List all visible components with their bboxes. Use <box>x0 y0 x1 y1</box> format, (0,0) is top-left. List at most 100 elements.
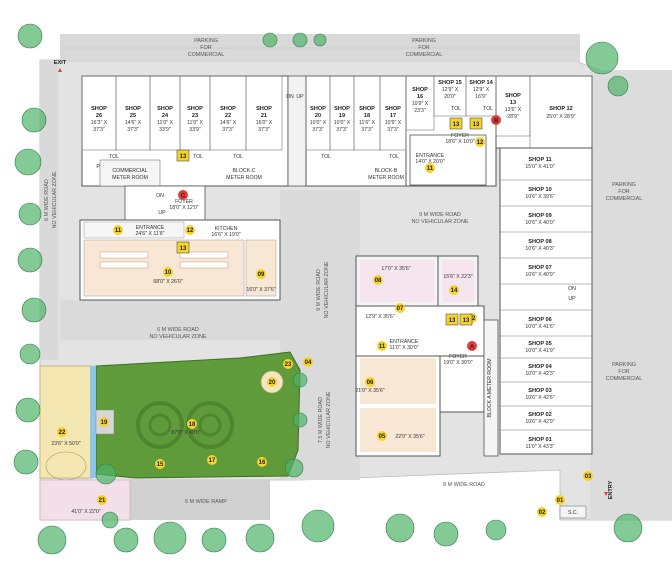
parking-labels: PARKING FOR COMMERCIAL PARKING FOR COMME… <box>188 38 643 382</box>
court-22-dim: 23'6" X 50'0" <box>51 441 80 447</box>
shop-03-name: SHOP 03 <box>528 388 552 394</box>
shop-19-d2: 37'3" <box>336 127 348 133</box>
svg-text:04: 04 <box>305 360 312 366</box>
shop-13-d2: 28'9" <box>507 114 519 120</box>
up-label-c: UP <box>158 210 166 216</box>
block-c-letter: C <box>181 194 186 200</box>
road-6m-mid: 6 M WIDE ROAD <box>157 327 199 333</box>
hall-10-dim: 68'0" X 26'0" <box>153 279 182 285</box>
shop-26-d1: 16'3" X <box>91 120 108 126</box>
shop-25-name: SHOP <box>125 106 141 112</box>
shop-20-d2: 37'3" <box>312 127 324 133</box>
on-right-1: ON <box>568 286 576 292</box>
parking-1-b: FOR <box>200 45 211 51</box>
foyer-a-label: FOYER <box>449 354 467 360</box>
shop-07-name: SHOP 07 <box>528 265 552 271</box>
shop-07-dim: 10'6" X 40'9" <box>525 272 554 278</box>
svg-text:13: 13 <box>180 154 187 160</box>
room-05-dim: 22'0" X 35'6" <box>395 434 424 440</box>
shop-15-d2: 20'0" <box>444 94 456 100</box>
shop-22-num: 22 <box>225 113 231 119</box>
tol-6: TOL <box>451 106 461 112</box>
marker-18: 18 <box>187 419 197 429</box>
block-a-building: 17'0" X 35'6" 15'6" X 22'3" 12'9" X 35'6… <box>355 255 499 457</box>
shop-25-num: 25 <box>130 113 136 119</box>
tol-5: TOL <box>389 154 399 160</box>
block-b-core: BLOCK-B METER ROOM FOYER 18'6" X 10'0" E… <box>368 115 501 186</box>
road-8m: 8 M WIDE ROAD <box>443 482 485 488</box>
marker-07: 07 <box>395 303 405 313</box>
lawn-18-dim: 87'0" X 48'0" <box>171 430 200 436</box>
svg-text:02: 02 <box>539 510 546 516</box>
shop-09-name: SHOP 09 <box>528 213 552 219</box>
svg-text:06: 06 <box>367 380 374 386</box>
shop-14-d2: 16'9" <box>475 94 487 100</box>
on-label-c: ON <box>156 193 164 199</box>
foyer-c-dim: 18'0" X 12'0" <box>169 205 198 211</box>
marker-15: 15 <box>155 459 165 469</box>
shop-21-d2: 37'3" <box>258 127 270 133</box>
svg-text:23: 23 <box>285 362 292 368</box>
community-hall-building: ENTRANCE 24'6" X 11'6" KITCHEN 16'6" X 1… <box>79 219 281 301</box>
svg-text:11: 11 <box>379 344 386 350</box>
shop-labels-top: SHOP 26 16'3" X 37'3" SHOP 25 14'6" X 37… <box>91 80 576 133</box>
shop-19-name: SHOP <box>334 106 350 112</box>
marker-12-b: 12 <box>475 137 485 147</box>
shop-24-num: 24 <box>162 113 169 119</box>
tol-2: TOL <box>193 154 203 160</box>
shop-17-d2: 37'3" <box>387 127 399 133</box>
svg-text:13: 13 <box>180 246 187 252</box>
marker-21: 21 <box>97 495 107 505</box>
shop-10-name: SHOP 10 <box>528 187 552 193</box>
road-9m-vert: 9 M WIDE ROAD <box>316 269 322 311</box>
block-b-meter-label: BLOCK-B <box>375 168 398 174</box>
room-09-dim: 16'0" X 37'6" <box>246 287 275 293</box>
marker-08: 08 <box>373 275 383 285</box>
parking-1-c: COMMERCIAL <box>188 52 225 58</box>
block-a-meter-label: BLOCK A METER ROOM <box>487 358 493 417</box>
shop-17-num: 17 <box>390 113 396 119</box>
shop-20-num: 20 <box>315 113 321 119</box>
marker-13-2: 13 <box>176 241 190 254</box>
shop-02-name: SHOP 02 <box>528 412 552 418</box>
shop-23-d2: 33'9" <box>189 127 201 133</box>
shop-25-d2: 37'3" <box>127 127 139 133</box>
block-c-meter-label: BLOCK-C <box>232 168 255 174</box>
shop-08-name: SHOP 08 <box>528 239 552 245</box>
shop-12-d1: 25'0" X 28'9" <box>546 114 575 120</box>
parking-3-a: PARKING <box>612 182 636 188</box>
marker-11-b: 11 <box>425 163 435 173</box>
shop-01-dim: 11'0" X 43'3" <box>526 444 555 450</box>
shop-24-name: SHOP <box>157 106 173 112</box>
shop-22-d1: 14'6" X <box>220 120 237 126</box>
room-07-dim: 12'9" X 35'6" <box>365 314 394 320</box>
marker-19: 19 <box>99 417 109 427</box>
shop-15-d1: 12'9" X <box>442 87 459 93</box>
block-c-building <box>81 75 593 187</box>
shop-19-d1: 10'0" X <box>334 120 351 126</box>
road-75m: 7.5 M WIDE ROAD <box>318 397 324 443</box>
shop-04-name: SHOP 04 <box>528 364 552 370</box>
commercial-meter-label-b: METER ROOM <box>112 175 148 181</box>
room-08-dim: 17'0" X 35'6" <box>381 266 410 272</box>
area-21-dim: 41'0" X 22'0" <box>71 509 100 515</box>
shop-23-name: SHOP <box>187 106 203 112</box>
garden-area: 87'0" X 48'0" <box>95 351 301 479</box>
shop-10-dim: 10'6" X 39'6" <box>525 194 554 200</box>
marker-13-4: 13 <box>469 117 483 130</box>
numbered-markers: 01 02 03 04 05 06 07 08 09 10 11 11 11 1… <box>57 117 593 517</box>
tol-3: TOL <box>233 154 243 160</box>
parking-2-b: FOR <box>418 45 429 51</box>
block-c-badge <box>178 190 188 200</box>
entrance-c-dim: 24'6" X 11'6" <box>136 231 165 237</box>
up-right-1: UP <box>568 296 576 302</box>
shop-13-num: 13 <box>510 100 516 106</box>
shop-20-d1: 10'0" X <box>310 120 327 126</box>
svg-text:20: 20 <box>269 380 276 386</box>
shop-19-num: 19 <box>339 113 345 119</box>
marker-06: 06 <box>365 377 375 387</box>
room-14-dim: 15'6" X 22'3" <box>443 274 472 280</box>
road-9m-mid-b: NO VEHICULAR ZONE <box>412 219 469 225</box>
foyer-c-label: FOYER <box>175 199 193 205</box>
road-9m-vert-b: NO VEHICULAR ZONE <box>324 261 330 318</box>
